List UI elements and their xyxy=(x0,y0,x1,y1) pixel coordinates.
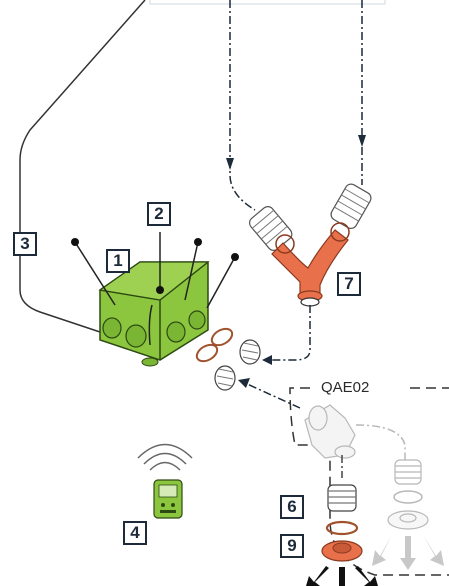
hose-fitting-icon xyxy=(248,206,293,251)
ghost-outlet-valve-icon xyxy=(387,510,429,530)
sensor-dot-group xyxy=(71,238,239,294)
duct-line-center xyxy=(265,305,311,361)
group-label: QAE02 xyxy=(318,380,373,396)
ghost-airflow-arrow-icon xyxy=(372,535,444,570)
sensor-wire-group xyxy=(74,232,236,346)
clamp-ring-icon xyxy=(195,327,234,363)
hose-fitting-icon xyxy=(327,484,357,512)
arrow-down-icon xyxy=(226,158,234,170)
arrow-down-icon xyxy=(358,135,366,147)
callout-2: 2 xyxy=(147,202,171,226)
y-connector-icon xyxy=(271,222,350,307)
hose-fitting-icon xyxy=(214,339,261,391)
callout-6: 6 xyxy=(280,495,304,519)
wireless-controller-icon xyxy=(153,479,183,519)
callout-4: 4 xyxy=(123,521,147,545)
ghost-hose-fitting-icon xyxy=(394,459,422,485)
arrow-left-icon xyxy=(238,378,250,388)
junction-box-icon xyxy=(98,261,210,367)
callout-7: 7 xyxy=(337,272,361,296)
duct-line-left-lower xyxy=(229,160,256,211)
frame-edge xyxy=(149,0,386,5)
callout-1: 1 xyxy=(106,249,130,273)
callout-9: 9 xyxy=(280,534,304,558)
outlet-valve-icon xyxy=(321,540,363,562)
ghost-y-connector-icon xyxy=(304,404,356,459)
ghost-duct-line xyxy=(355,424,406,460)
duct-line-lower xyxy=(244,382,301,409)
wifi-signal-icon xyxy=(137,443,193,471)
callout-3: 3 xyxy=(13,232,37,256)
ghost-clamp-icon xyxy=(393,490,423,504)
clamp-ring-icon xyxy=(325,520,359,536)
airflow-arrow-icon xyxy=(306,566,378,586)
hose-fitting-icon xyxy=(330,183,372,229)
group-outline xyxy=(289,387,449,576)
cable-line xyxy=(19,0,146,333)
arrow-left-icon xyxy=(262,355,272,365)
